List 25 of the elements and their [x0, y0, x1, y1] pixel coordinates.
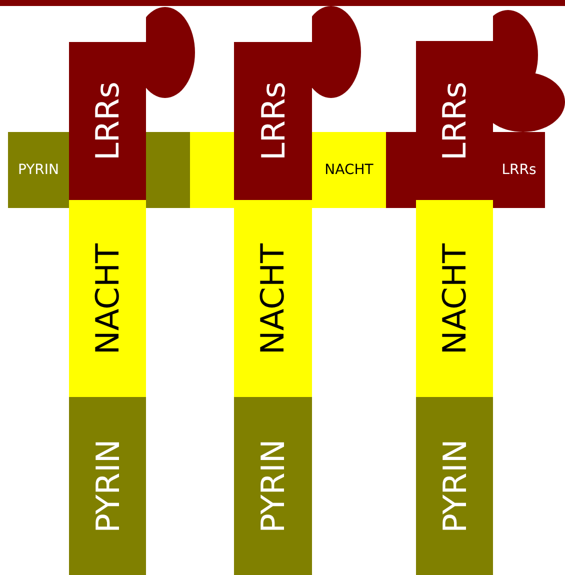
top-bar	[0, 0, 565, 6]
domain-label: LRRs	[92, 82, 124, 160]
domain-box	[234, 200, 312, 397]
domain-box	[69, 397, 146, 575]
domain-label: NACHT	[257, 242, 289, 354]
domain-label: LRRs	[257, 82, 289, 160]
domain-box	[312, 132, 386, 208]
domain-box	[69, 200, 146, 397]
domain-label: NACHT	[324, 163, 374, 177]
domain-label: NACHT	[92, 242, 124, 354]
domain-box	[416, 397, 493, 575]
domain-label: PYRIN	[438, 439, 470, 533]
domain-band-segment	[190, 132, 234, 208]
domain-band-segment	[146, 132, 190, 208]
domain-label: PYRIN	[18, 163, 59, 177]
domain-box	[416, 200, 493, 397]
domain-band-segment	[386, 132, 416, 208]
domain-label: PYRIN	[92, 439, 124, 533]
domain-box	[493, 132, 545, 208]
domain-box	[8, 132, 69, 208]
domain-label: NACHT	[438, 242, 470, 354]
domain-box	[234, 397, 312, 575]
domain-label: PYRIN	[257, 439, 289, 533]
domain-label: LRRs	[438, 81, 470, 160]
domain-label: LRRs	[502, 163, 536, 177]
